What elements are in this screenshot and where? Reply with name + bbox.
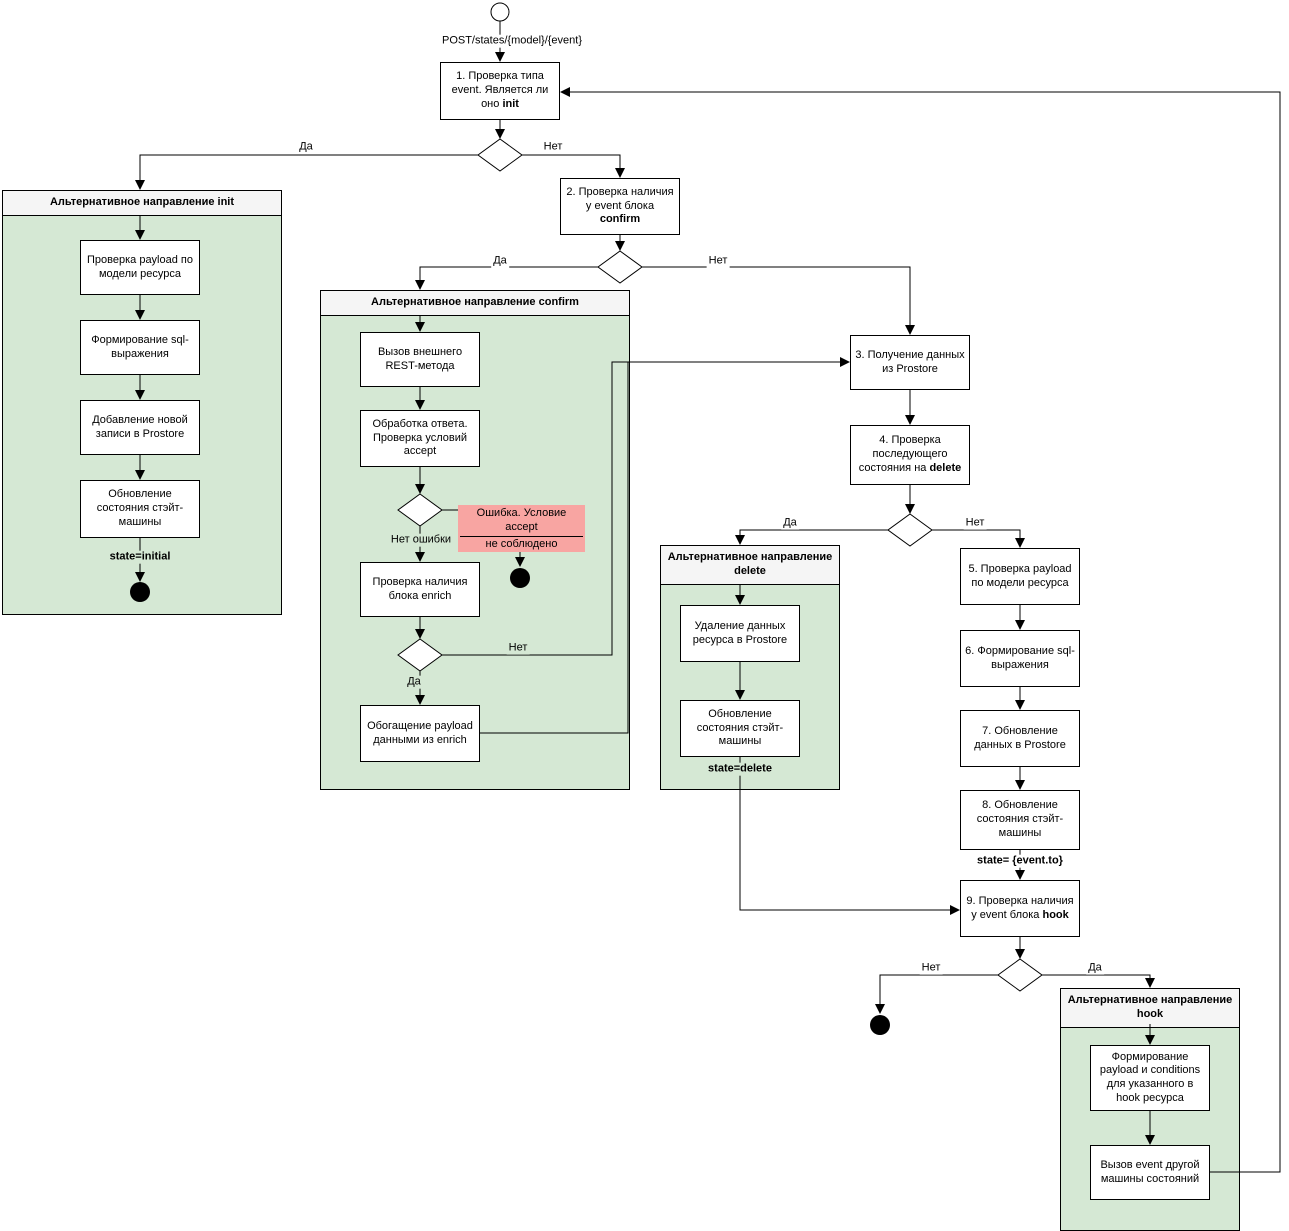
confirm-step-handle-response: Обработка ответа. Проверка условий accep… bbox=[360, 410, 480, 467]
delete-step-update-state: Обновление состояния стэйт-машины bbox=[680, 700, 800, 757]
endpoint-label: POST/states/{model}/{event} bbox=[439, 34, 585, 48]
node-4-check-delete: 4. Проверка последующего состояния на de… bbox=[850, 425, 970, 485]
hook-step-build-payload: Формирование payload и conditions для ук… bbox=[1090, 1045, 1210, 1111]
label-no-decision3: Нет bbox=[963, 516, 987, 530]
node-1-bold: init bbox=[502, 97, 519, 110]
confirm-step-enrich-payload: Обогащение payload данными из enrich bbox=[360, 705, 480, 762]
init-step-check-payload: Проверка payload по модели ресурса bbox=[80, 240, 200, 295]
label-no-decision1: Нет bbox=[541, 140, 565, 154]
label-state-initial: state=initial bbox=[107, 550, 173, 564]
confirm-step-call-rest: Вызов внешнего REST-метода bbox=[360, 332, 480, 387]
error-accept-label: Ошибка. Условие accept не соблюдено bbox=[458, 505, 585, 552]
node-4-bold: delete bbox=[929, 461, 962, 474]
label-state-event-to: state= {event.to} bbox=[975, 854, 1065, 868]
label-no-decision2: Нет bbox=[706, 254, 730, 268]
label-yes-decision1: Да bbox=[297, 140, 315, 154]
delete-step-remove-data: Удаление данных ресурса в Prostore bbox=[680, 605, 800, 662]
label-no-error: Нет ошибки bbox=[388, 533, 454, 547]
node-2-check-confirm: 2. Проверка наличия у event блока confir… bbox=[560, 178, 680, 235]
node-1-check-event-init: 1. Проверка типа event. Является ли оно … bbox=[440, 62, 560, 120]
container-init-title: Альтернативное направление init bbox=[3, 191, 281, 216]
node-2-text-wrap: 2. Проверка наличия у event блока confir… bbox=[565, 186, 675, 227]
confirm-step-check-enrich: Проверка наличия блока enrich bbox=[360, 562, 480, 617]
node-9-text-wrap: 9. Проверка наличия у event блока hook bbox=[965, 895, 1075, 923]
node-2-bold: confirm bbox=[599, 213, 641, 226]
label-no-enrich: Нет bbox=[506, 641, 530, 655]
node-9-check-hook: 9. Проверка наличия у event блока hook bbox=[960, 880, 1080, 937]
init-step-build-sql: Формирование sql-выражения bbox=[80, 320, 200, 375]
label-yes-enrich: Да bbox=[405, 675, 423, 689]
node-5-check-payload: 5. Проверка payload по модели ресурса bbox=[960, 548, 1080, 605]
label-yes-decision3: Да bbox=[781, 516, 799, 530]
node-1-text: 1. Проверка типа event. Является ли оно bbox=[451, 70, 549, 110]
node-2-text: 2. Проверка наличия у event блока bbox=[566, 185, 674, 212]
label-no-decision4: Нет bbox=[919, 961, 943, 975]
node-4-text-wrap: 4. Проверка последующего состояния на de… bbox=[855, 434, 965, 475]
error-accept-line1: Ошибка. Условие accept bbox=[460, 506, 583, 537]
node-9-bold: hook bbox=[1042, 908, 1069, 921]
hook-step-call-event: Вызов event другой машины состояний bbox=[1090, 1145, 1210, 1200]
label-yes-decision2: Да bbox=[491, 254, 509, 268]
node-3-get-prostore: 3. Получение данных из Prostore bbox=[850, 335, 970, 390]
node-6-build-sql: 6. Формирование sql-выражения bbox=[960, 630, 1080, 687]
init-step-update-state: Обновление состояния стэйт-машины bbox=[80, 480, 200, 538]
init-step-insert-prostore: Добавление новой записи в Prostore bbox=[80, 400, 200, 455]
node-7-update-prostore: 7. Обновление данных в Prostore bbox=[960, 710, 1080, 767]
error-accept-line2: не соблюдено bbox=[485, 537, 558, 550]
label-state-delete: state=delete bbox=[706, 762, 774, 776]
node-8-update-state: 8. Обновление состояния стэйт-машины bbox=[960, 790, 1080, 850]
label-yes-decision4: Да bbox=[1086, 961, 1104, 975]
node-1-text-wrap: 1. Проверка типа event. Является ли оно … bbox=[445, 70, 555, 111]
